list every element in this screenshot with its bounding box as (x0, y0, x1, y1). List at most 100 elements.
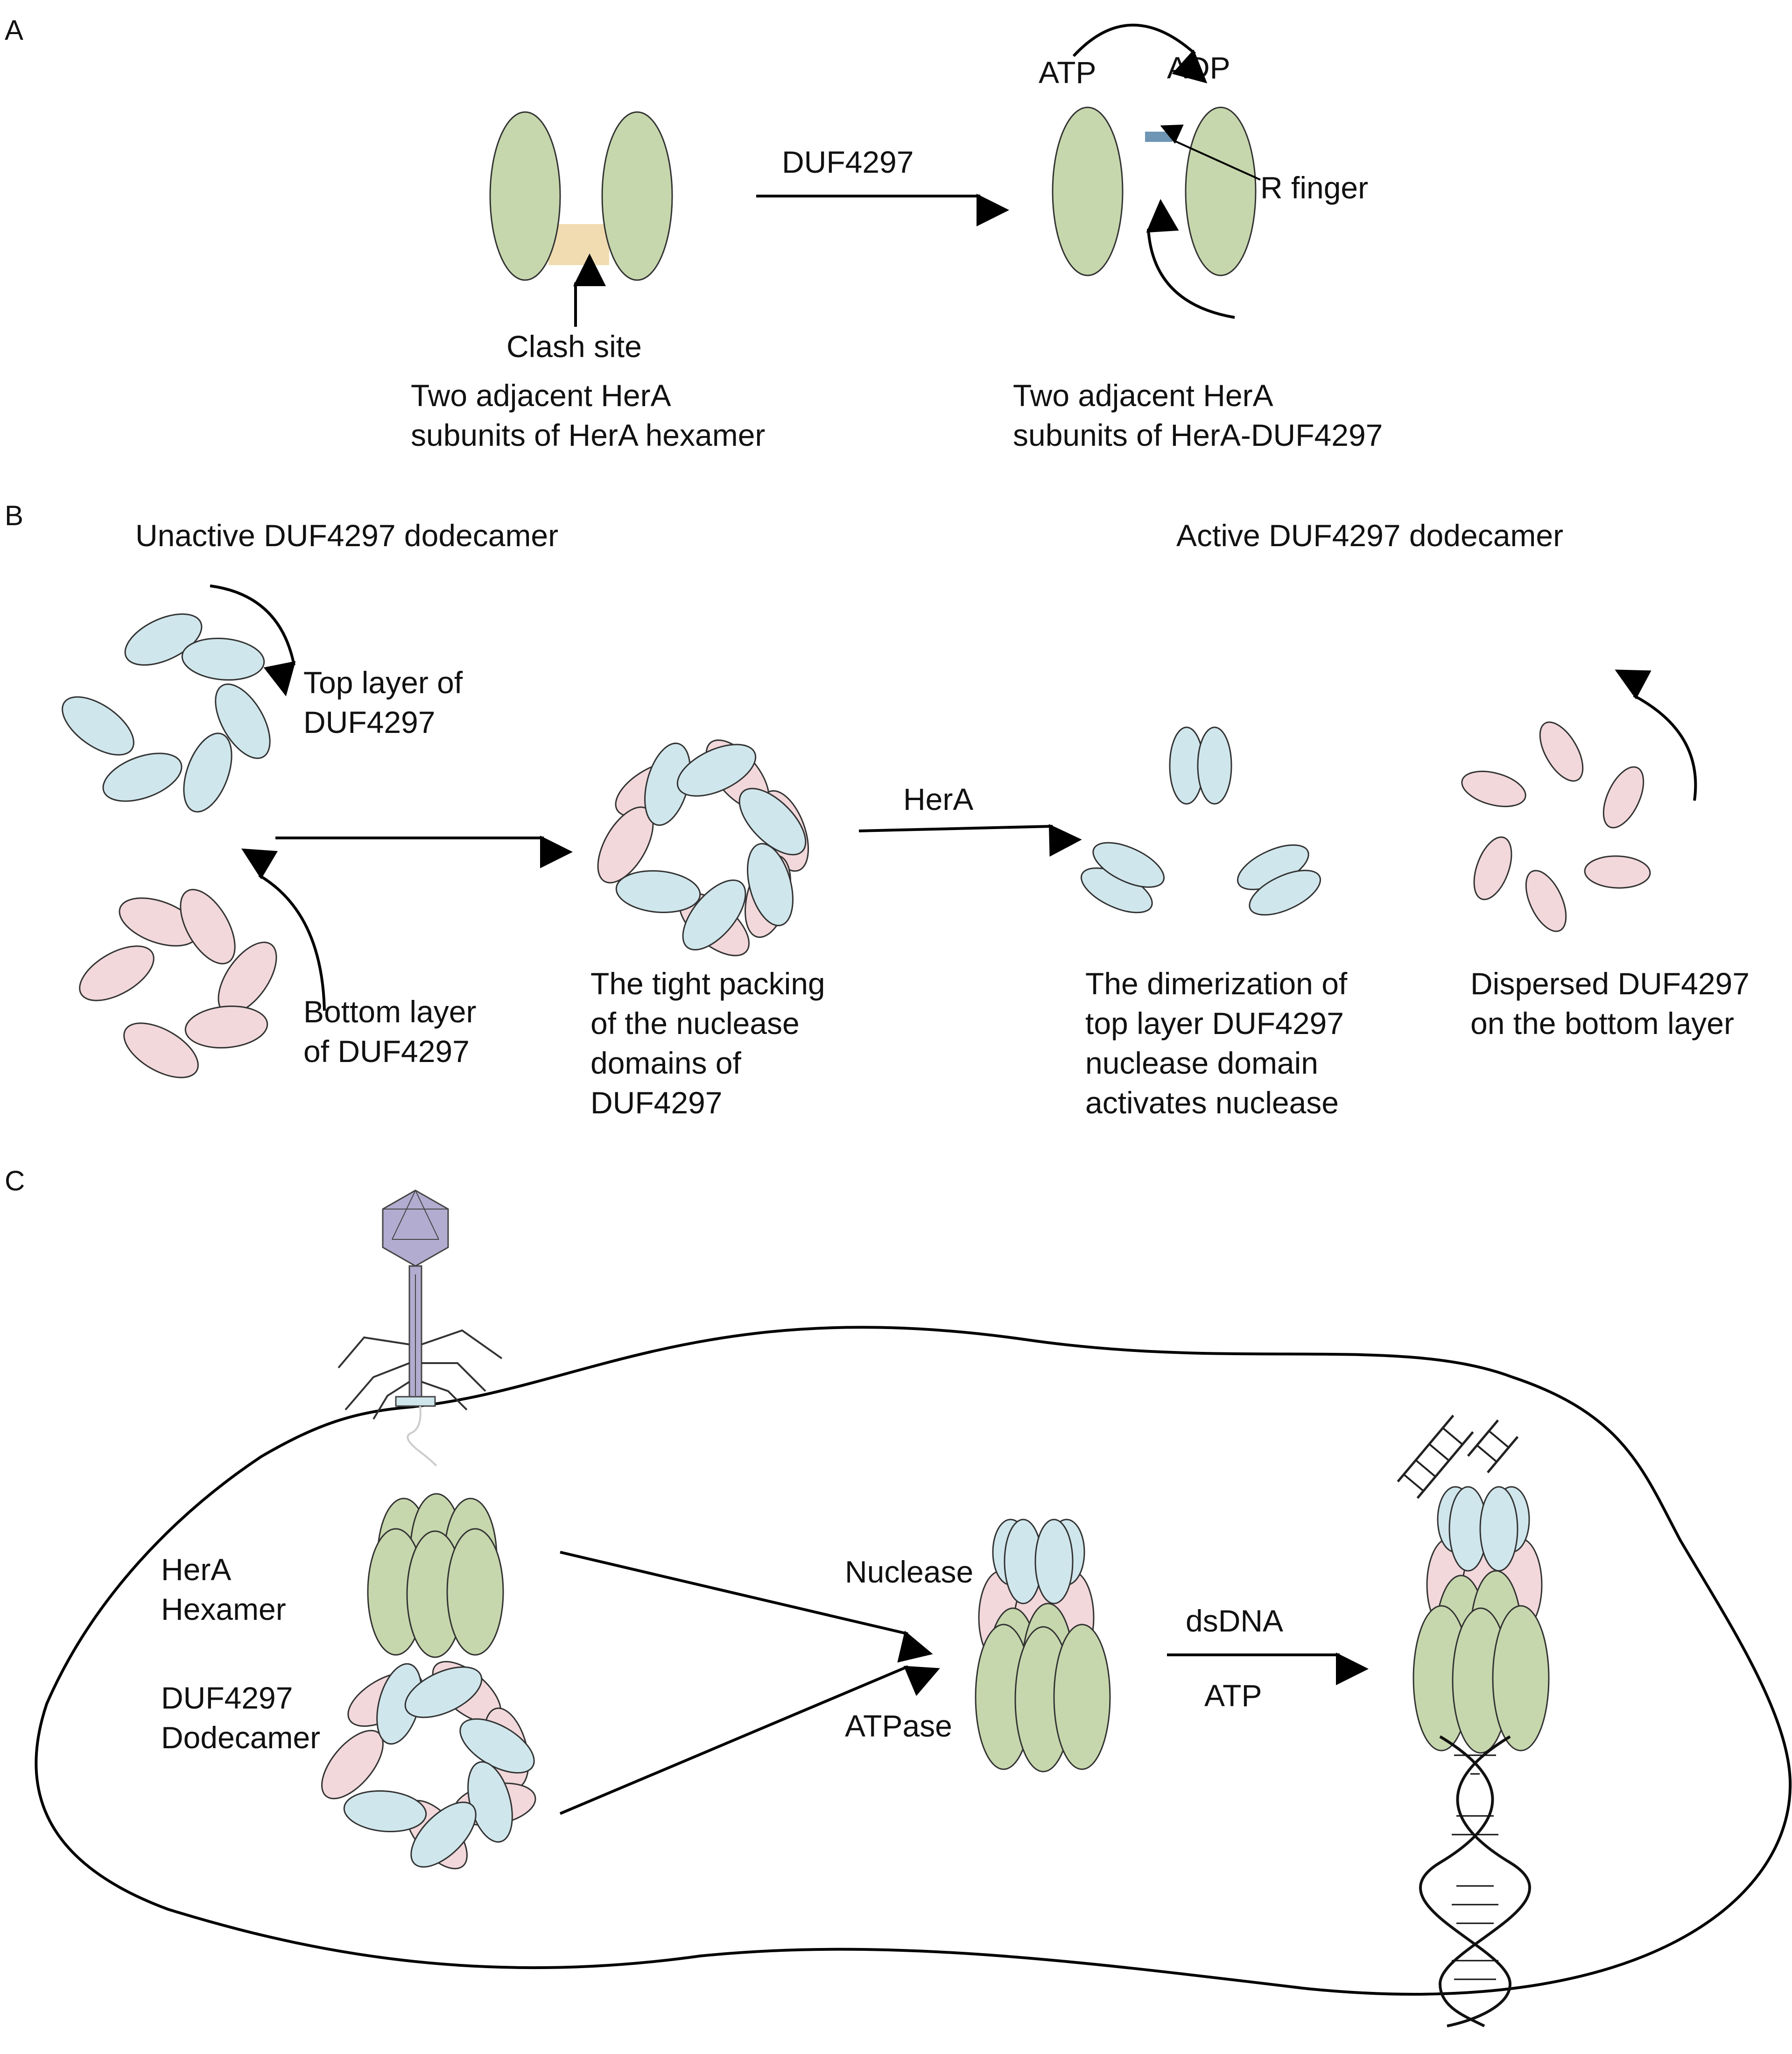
bottom-subunit (1461, 770, 1526, 808)
top-subunit (404, 1666, 483, 1718)
tail-fiber (421, 1329, 503, 1359)
r-finger-label: R finger (1260, 170, 1368, 205)
phage-capsid (382, 1189, 449, 1267)
panel-c: C HerA Hexamer (5, 1165, 1792, 2027)
atp-c-label: ATP (1204, 1678, 1262, 1713)
top-layer-line-1: Top layer of (303, 665, 463, 700)
dispersed-bottom-layer (1461, 721, 1651, 932)
top-layer-arrow (210, 584, 296, 696)
top-subunit (183, 732, 232, 813)
hera-subunit-right-active (1185, 106, 1257, 276)
bottom-subunit (1473, 836, 1512, 900)
panel-a: A Clash site Two adjacent HerA subunits … (5, 14, 1383, 452)
dsdna-helix-icon (1419, 1735, 1531, 2027)
dna-fragments-icon (1397, 1414, 1519, 1499)
dimer-caption-line-2: top layer DUF4297 (1085, 1006, 1344, 1041)
helix-strand (1438, 1735, 1531, 2027)
hera-subunit-right (601, 111, 673, 281)
bottom-subunit (123, 1022, 199, 1078)
dna-fragment (1397, 1414, 1474, 1499)
tight-caption-line-1: The tight packing (590, 966, 825, 1001)
dimer-subunit (1092, 842, 1165, 888)
atp-label: ATP (1039, 55, 1096, 90)
r-finger-marker (1145, 132, 1172, 142)
duf4297-dodecamer-icon (321, 1661, 536, 1870)
top-subunit (62, 696, 134, 756)
tail-fiber (372, 1381, 410, 1420)
top-subunit (747, 843, 794, 927)
top-subunit (102, 753, 183, 802)
hera-duf4297-complex-active (1413, 1486, 1550, 1754)
right-caption-line-1: Two adjacent HerA (1013, 378, 1273, 413)
clash-site-label: Clash site (506, 329, 642, 364)
dimer-caption-line-3: nuclease domain (1085, 1046, 1318, 1080)
capsid-facet (415, 1190, 439, 1240)
atp-hydrolysis-arrow (1072, 23, 1208, 84)
dimer-subunit (1249, 870, 1321, 916)
dispersed-caption-line-2: on the bottom layer (1470, 1006, 1734, 1041)
bottom-subunit (184, 1006, 268, 1048)
left-caption-line-2: subunits of HerA hexamer (411, 418, 765, 452)
duf4297-arrow-label: DUF4297 (782, 145, 914, 179)
tight-caption-line-4: DUF4297 (590, 1085, 722, 1120)
hera-duf4297-complex (975, 1519, 1111, 1773)
helix-strand (1419, 1735, 1512, 2027)
top-subunit (676, 744, 757, 797)
hera-subunit-left-active (1052, 106, 1124, 276)
tail-fiber (344, 1362, 410, 1411)
dsdna-label: dsDNA (1186, 1604, 1283, 1638)
top-subunit (410, 1801, 477, 1868)
bottom-subunit (1584, 855, 1651, 889)
tail-fiber (421, 1381, 468, 1411)
atpase-label: ATPase (845, 1709, 952, 1743)
hera-hexamer-icon (367, 1493, 504, 1658)
dimer-subunit (1197, 726, 1232, 805)
bottom-subunit (79, 945, 155, 1001)
hera-line-2: Hexamer (161, 1592, 286, 1626)
top-subunit (215, 683, 271, 759)
hera-pair-clash (489, 111, 673, 281)
panel-a-label: A (5, 14, 23, 46)
bottom-layer-ring (79, 889, 277, 1078)
hera-assembly-arrow (560, 1551, 933, 1663)
right-caption-line-2: subunits of HerA-DUF4297 (1013, 418, 1383, 452)
top-subunit (738, 788, 807, 856)
subunit-rotation-arrow (1146, 199, 1235, 319)
dimer-top (1169, 726, 1232, 805)
top-layer-ring (62, 613, 271, 813)
panel-b-label: B (5, 500, 23, 531)
dimer-right (1237, 844, 1321, 916)
dna-fragment (1467, 1419, 1519, 1473)
panel-b: B Unactive DUF4297 dodecamer Active DUF4… (5, 500, 1750, 1120)
duf-assembly-arrow (559, 1665, 940, 1815)
complex-nuclease (1034, 1519, 1074, 1604)
panel-c-label: C (5, 1165, 25, 1196)
tail-fiber (422, 1362, 486, 1392)
packed-dodecamer (597, 739, 809, 957)
complex-hera-front (1053, 1624, 1111, 1770)
r-finger-pointer (1160, 124, 1261, 181)
tight-caption-line-3: domains of (590, 1046, 742, 1080)
left-caption-line-1: Two adjacent HerA (411, 378, 671, 413)
tail-fiber (337, 1336, 410, 1369)
top-subunit (615, 870, 701, 914)
top-subunit (343, 1790, 427, 1833)
dispersed-caption-line-1: Dispersed DUF4297 (1470, 966, 1750, 1001)
bottom-subunit (1602, 766, 1644, 829)
phage-icon (337, 1189, 503, 1467)
nuclease-label: Nuclease (845, 1555, 973, 1589)
adp-label: ADP (1167, 50, 1230, 85)
dispersal-arrow (1615, 669, 1697, 801)
top-layer-line-2: DUF4297 (303, 705, 435, 739)
dimer-left (1080, 842, 1165, 914)
hera-subunit-front (446, 1528, 504, 1656)
complex-hera-front (1492, 1605, 1550, 1752)
bottom-layer-line-1: Bottom layer (303, 994, 476, 1029)
bottom-subunit (1525, 870, 1567, 932)
hera-line-1: HerA (161, 1552, 231, 1587)
dimer-caption-line-4: activates nuclease (1085, 1085, 1339, 1120)
tight-caption-line-2: of the nuclease (590, 1006, 800, 1041)
hera-activation-arrow (858, 824, 1082, 857)
injected-dna (407, 1406, 437, 1467)
